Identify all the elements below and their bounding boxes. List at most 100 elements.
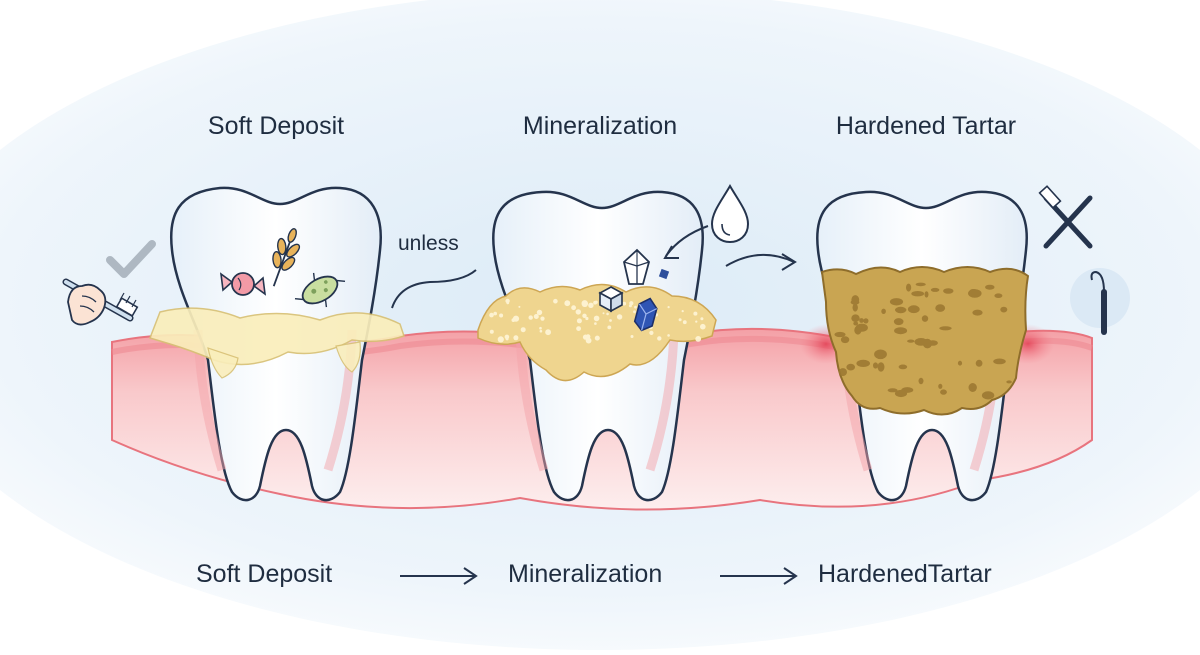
tartar-pore [930,287,940,292]
tartar-pore [972,309,983,316]
flow-step-hardened-tartar: HardenedTartar [818,560,992,588]
mineral-speckle [533,314,539,319]
tartar-pore [993,358,1006,365]
mineral-speckle [511,318,516,322]
mineral-speckle [540,316,545,321]
mineral-speckle [678,318,682,322]
mineral-speckle [553,298,558,304]
tartar-pore [935,304,946,312]
tartar-pore [834,331,846,338]
mineral-speckle [682,320,687,325]
mineral-speckles [489,298,706,344]
mineral-speckle [594,322,597,325]
bacteria-icon [294,272,346,308]
mineral-speckle [545,329,551,336]
flow-arrow [720,567,798,585]
tartar-pore [957,360,963,366]
water-drop-icon [710,183,750,244]
mineral-speckle [649,330,654,335]
mineral-speckle [585,337,592,344]
tartar-pore [939,326,952,331]
mineral-speckle [701,326,705,330]
flow-step-soft-deposit: Soft Deposit [196,560,333,588]
mineral-speckle [693,311,698,316]
mineral-speckle [602,312,605,315]
tartar-pore [994,293,1003,299]
mineral-speckle [606,312,609,316]
tartar-pore [907,305,920,314]
tartar-pore [874,349,887,360]
tartar-pore [838,368,848,377]
tartar-pore [894,389,908,398]
drop-arrow-head [663,245,679,259]
flow-arrow [400,567,478,585]
mineral-speckle [497,336,504,343]
tartar-pore [851,314,860,323]
tartar-pore [921,315,929,322]
mineral-speckle [499,313,504,318]
mineral-speckle [505,337,509,341]
mineral-speckle [700,317,704,321]
stage-title-hardened-tartar: Hardened Tartar [835,112,1017,140]
mineral-speckle [607,325,612,330]
stage-title-soft-deposit: Soft Deposit [207,112,345,140]
tartar-pore [854,325,862,335]
mineral-speckle [489,329,494,334]
tartar-pore [856,359,870,367]
tartar-pore [894,327,908,335]
tartar-pore [853,321,859,326]
tartar-pore [851,295,860,305]
tartar-pore [938,383,943,389]
tartar-pore [889,298,904,306]
tartar-pore [985,284,995,290]
crossed-toothbrush-icon [1038,185,1093,249]
tartar-pore [968,289,982,298]
mineral-speckle [695,320,698,323]
tartar-pore [863,318,869,324]
mineral-speckle [518,305,521,308]
mineral-speckle [681,310,684,313]
cube-icon [598,286,624,313]
toothbrush-hand-icon [62,278,139,326]
mineral-speckle [634,305,637,309]
tartar-pore [911,291,925,297]
crystal-icon [623,248,651,285]
wheat-icon [272,228,301,287]
tartar-pore [914,338,928,346]
tartar-pore [981,391,995,400]
blue-crystal-icon [633,297,658,332]
flow-step-mineralization: Mineralization [508,560,663,588]
tartar-pore [915,282,926,287]
unless-connector [391,269,477,309]
mineral-speckle [539,329,543,333]
mineral-speckle [593,315,600,322]
tartar-pore [877,362,885,372]
mineral-speckle [571,305,576,311]
mineral-speckle [506,301,510,305]
mineral-speckle [657,336,662,341]
mineral-speckle [536,309,543,316]
mineral-speckle [588,302,594,308]
small-crystal [658,268,670,280]
tartar-pore [907,339,915,343]
tartar-pore [898,364,908,370]
mineral-speckle [493,311,498,316]
mineral-speckle [633,310,636,314]
mineral-speckle [594,335,600,341]
tartar-pore [906,283,912,292]
tartar-pore [881,308,886,314]
tartar-pore [1000,306,1008,313]
tartar-pore [1006,380,1012,384]
mineral-speckle [628,304,632,308]
tartar-pore [968,383,977,392]
mineral-speckle [576,318,582,324]
tartar-pore [940,389,947,395]
tartar-pore [852,303,858,312]
mineral-speckle [581,300,588,307]
mineral-speckle [582,334,589,340]
mineral-speckle [609,319,612,322]
tartar-pores [834,282,1012,400]
checkmark-icon [106,240,156,278]
